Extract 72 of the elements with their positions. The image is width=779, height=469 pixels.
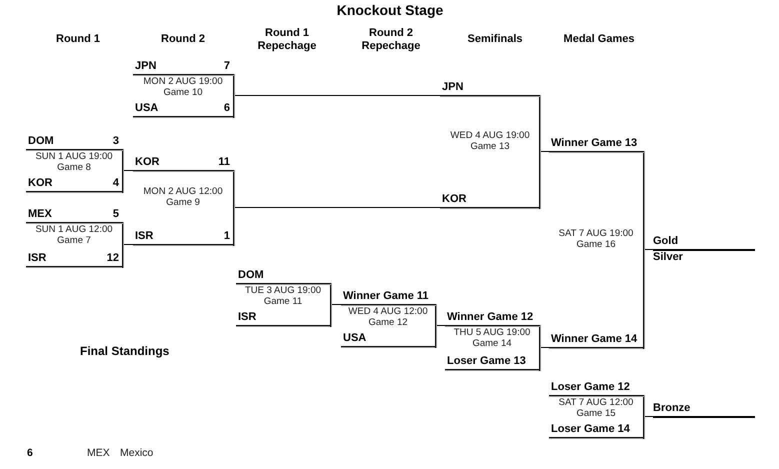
score: 4: [112, 177, 119, 190]
team-name: DOM: [238, 269, 264, 282]
bracket-line: [234, 207, 440, 208]
bracket-line: [332, 304, 342, 305]
bracket-line: [644, 249, 654, 250]
game-time: SAT 7 AUG 12:00: [558, 397, 634, 408]
round-header: Medal Games: [564, 33, 634, 46]
bracket-line: [540, 347, 550, 348]
team-name: Loser Game 14: [551, 423, 630, 436]
team-name: USA: [135, 102, 158, 115]
team-name: KOR: [28, 177, 52, 190]
bracket-line: [124, 244, 134, 245]
team-name: ISR: [135, 230, 154, 243]
bracket-line: [124, 170, 134, 171]
medal-label: Gold: [653, 235, 678, 248]
team-name: Winner Game 13: [551, 137, 638, 150]
game-number: Game 9: [166, 197, 200, 208]
score: 1: [224, 230, 230, 243]
game-number: Game 10: [163, 87, 203, 98]
game-time: MON 2 AUG 19:00: [143, 76, 223, 87]
game-number: Game 7: [57, 235, 91, 246]
title: Knockout Stage: [336, 2, 444, 18]
game-time: WED 4 AUG 12:00: [348, 306, 428, 317]
team-name: DOM: [28, 135, 54, 148]
team-name: USA: [343, 332, 366, 345]
bracket-line: [540, 151, 550, 152]
round-header: Round 2: [161, 33, 205, 46]
medal-label: Bronze: [653, 402, 690, 415]
team-name: MEX: [28, 208, 52, 221]
bracket-line: [234, 95, 440, 96]
round-header: Round 1 Repechage: [256, 27, 318, 53]
game-time: SAT 7 AUG 19:00: [558, 228, 634, 239]
score: 6: [224, 102, 230, 115]
country-name: Mexico: [120, 447, 154, 459]
team-name: JPN: [135, 60, 156, 73]
game-time: THU 5 AUG 19:00: [454, 327, 530, 338]
country-code: MEX: [87, 447, 110, 459]
rank-number: 6: [27, 447, 33, 459]
team-name: Winner Game 11: [343, 290, 428, 303]
game-number: Game 8: [57, 162, 91, 173]
round-header: Round 2 Repechage: [360, 27, 422, 53]
team-name: Loser Game 12: [551, 381, 630, 394]
game-time: MON 2 AUG 12:00: [143, 186, 223, 197]
team-name: KOR: [135, 156, 160, 169]
score: 12: [106, 252, 119, 265]
score: 5: [112, 208, 119, 221]
game-number: Game 13: [470, 141, 510, 152]
bracket-line: [436, 325, 446, 326]
bracket-line: [644, 416, 654, 417]
round-header: Semifinals: [467, 33, 523, 46]
game-number: Game 11: [264, 296, 302, 307]
score: 7: [224, 60, 230, 73]
team-name: ISR: [28, 252, 46, 265]
team-name: ISR: [238, 311, 256, 324]
game-time: SUN 1 AUG 19:00: [35, 151, 113, 162]
game-time: SUN 1 AUG 12:00: [35, 224, 113, 235]
game-number: Game 12: [368, 317, 408, 328]
game-number: Game 16: [576, 239, 616, 250]
game-time: WED 4 AUG 19:00: [450, 130, 530, 141]
team-name: KOR: [442, 193, 466, 206]
game-time: TUE 3 AUG 19:00: [244, 285, 322, 296]
game-number: Game 15: [576, 408, 616, 419]
team-name: Winner Game 14: [551, 333, 638, 346]
game-number: Game 14: [472, 338, 512, 349]
team-name: JPN: [442, 81, 464, 94]
team-name: Loser Game 13: [447, 355, 526, 368]
section-heading: Final Standings: [80, 344, 170, 358]
team-name: Winner Game 12: [447, 311, 534, 324]
score: 11: [218, 156, 230, 169]
round-header: Round 1: [56, 33, 100, 46]
medal-label: Silver: [653, 251, 683, 264]
score: 3: [112, 135, 119, 148]
